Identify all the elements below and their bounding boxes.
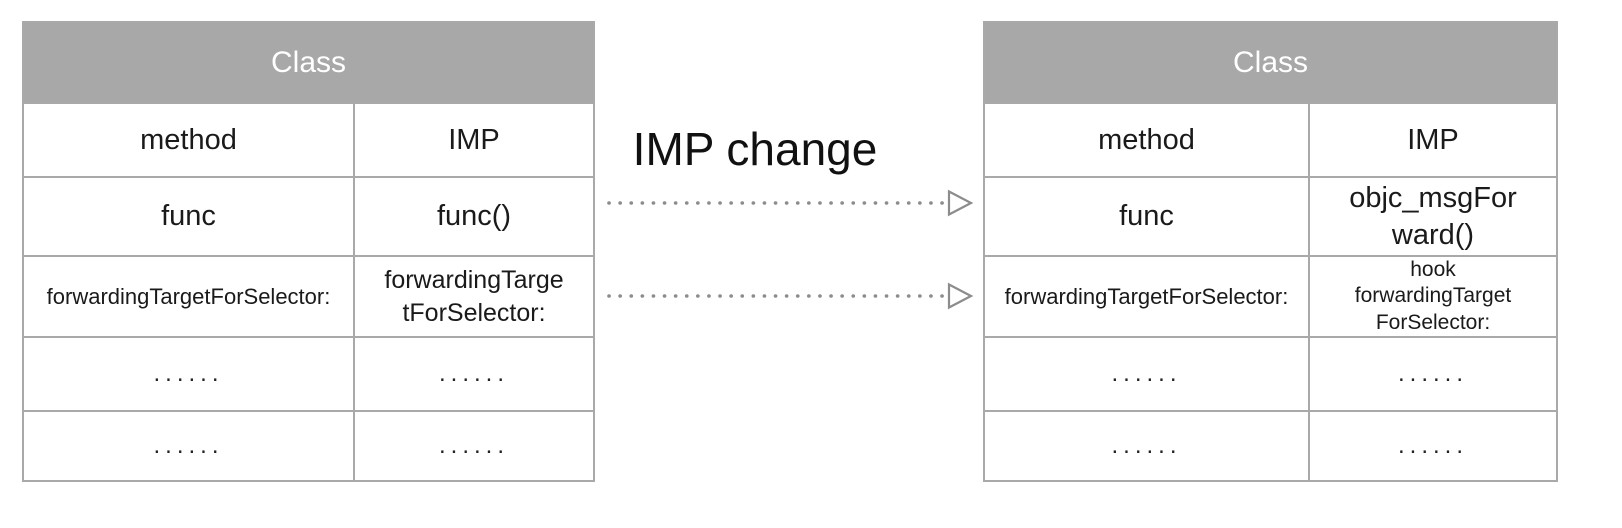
left-table-header-row: method IMP <box>22 102 596 178</box>
right-cell-ellipsis: ...... <box>1307 336 1559 412</box>
table-row: ...... ...... <box>983 410 1559 482</box>
arrowhead-icon <box>947 282 974 310</box>
left-class-table: Class method IMP func func() forwardingT… <box>21 21 596 482</box>
right-cell-func: func <box>983 176 1310 257</box>
table-row: func objc_msgFor ward() <box>983 176 1559 257</box>
left-cell-ellipsis: ...... <box>352 336 596 412</box>
right-cell-hook-forwarding: hook forwardingTarget ForSelector: <box>1307 255 1559 338</box>
left-table-title: Class <box>21 21 596 104</box>
left-cell-forwarding-imp: forwardingTarge tForSelector: <box>352 255 596 338</box>
left-cell-func-imp: func() <box>352 176 596 257</box>
right-class-table: Class method IMP func objc_msgFor ward()… <box>982 21 1559 482</box>
table-row: ...... ...... <box>22 336 596 412</box>
right-table-header-row: method IMP <box>983 102 1559 178</box>
table-row: ...... ...... <box>22 410 596 482</box>
right-table-title: Class <box>982 21 1559 104</box>
imp-change-arrow-forwarding <box>607 282 974 310</box>
imp-change-arrow-func <box>607 189 974 217</box>
imp-change-label: IMP change <box>632 123 878 175</box>
left-cell-func: func <box>22 176 355 257</box>
right-cell-ellipsis: ...... <box>1307 410 1559 482</box>
left-col-header-imp: IMP <box>352 102 596 178</box>
left-cell-ellipsis: ...... <box>22 336 355 412</box>
left-cell-ellipsis: ...... <box>22 410 355 482</box>
right-cell-ellipsis: ...... <box>983 336 1310 412</box>
table-row: func func() <box>22 176 596 257</box>
table-row: forwardingTargetForSelector: forwardingT… <box>22 255 596 338</box>
right-cell-ellipsis: ...... <box>983 410 1310 482</box>
left-cell-ellipsis: ...... <box>352 410 596 482</box>
right-col-header-method: method <box>983 102 1310 178</box>
right-cell-objc-msgforward: objc_msgFor ward() <box>1307 176 1559 257</box>
table-row: ...... ...... <box>983 336 1559 412</box>
arrowhead-icon <box>947 189 974 217</box>
left-cell-forwarding-selector: forwardingTargetForSelector: <box>22 255 355 338</box>
left-col-header-method: method <box>22 102 355 178</box>
right-col-header-imp: IMP <box>1307 102 1559 178</box>
table-row: forwardingTargetForSelector: hook forwar… <box>983 255 1559 338</box>
right-cell-forwarding-selector: forwardingTargetForSelector: <box>983 255 1310 338</box>
